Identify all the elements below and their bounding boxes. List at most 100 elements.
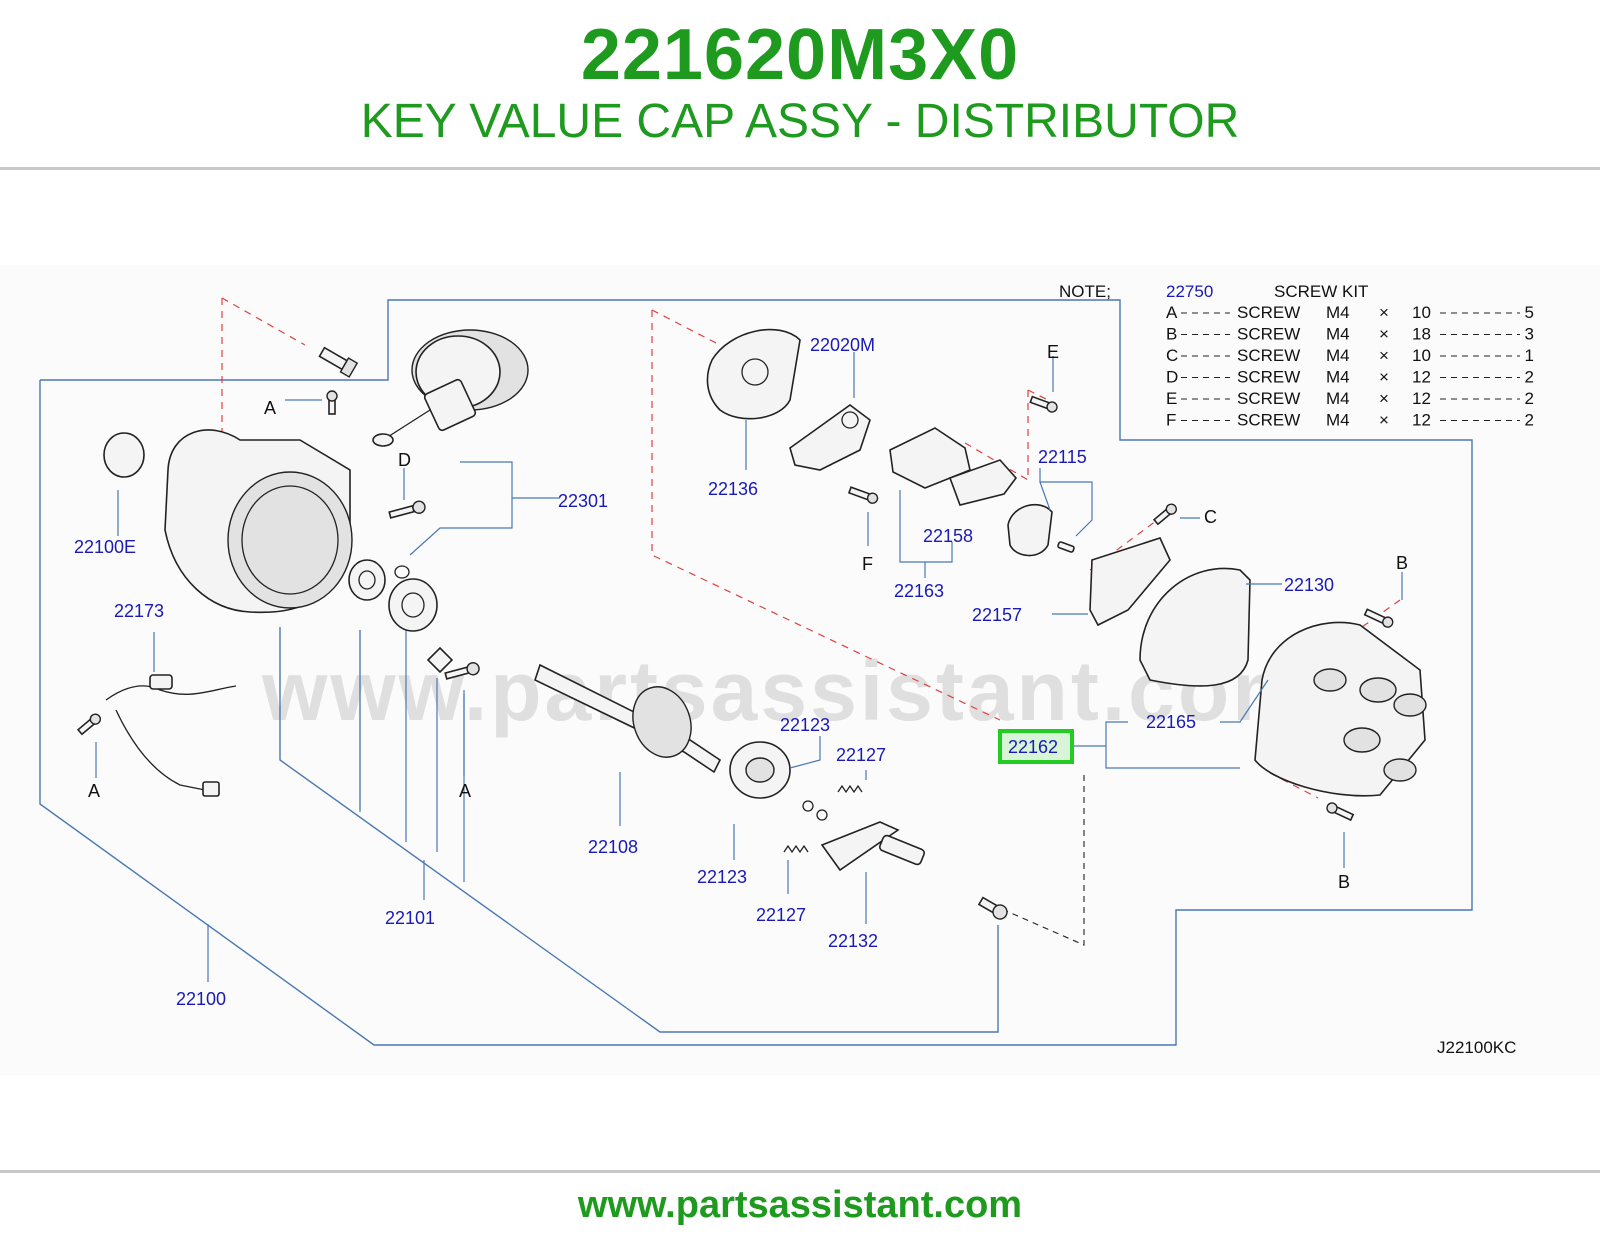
callout-22163[interactable]: 22163 [894,581,944,601]
callout-leaders [95,352,1403,924]
distributor-cap-part [1254,621,1427,797]
note-row-times: × [1379,346,1389,365]
assembly-frame-inner [279,627,999,1033]
screw-letter-f: F [862,554,873,574]
callout-22173[interactable]: 22173 [114,601,164,621]
note-row-desc: SCREW [1237,368,1300,387]
note-rows: A SCREW M4 × 10 5B SCREW M4 × 18 3C SCREW M4 × 10 1D SCR… [1166,303,1534,430]
callout-22132[interactable]: 22132 [828,931,878,951]
part-description-title: KEY VALUE CAP ASSY - DISTRIBUTOR [360,95,1240,148]
note-row-qty: 1 [1525,346,1534,365]
callout-22115[interactable]: 22115 [1038,447,1087,467]
rotor-part [1089,537,1171,627]
spring-lower-part [783,844,809,854]
callout-22130[interactable]: 22130 [1284,575,1334,595]
note-row-key: A [1166,303,1178,322]
shaft-part [534,663,722,774]
note-kit-name: SCREW KIT [1274,282,1368,301]
note-row-key: D [1166,368,1178,387]
screw-letter-b-top: B [1396,553,1408,573]
note-row-qty: 5 [1525,303,1534,322]
governor-weight-part [729,741,828,821]
callout-22162-highlight[interactable]: 22162 [998,729,1074,764]
screw-letter-c: C [1204,507,1217,527]
note-row-times: × [1379,411,1389,430]
screw-letter-a-top: A [264,398,276,418]
note-row-length: 10 [1412,303,1431,322]
note-kit-number[interactable]: 22750 [1166,282,1213,301]
note-row-desc: SCREW [1237,411,1300,430]
spring-upper-part [837,784,863,794]
gasket-part [1139,567,1251,687]
note-row-length: 10 [1412,346,1431,365]
note-row-length: 12 [1412,411,1431,430]
note-row-desc: SCREW [1237,346,1300,365]
alignment-line-center-b [651,309,721,346]
callout-22136[interactable]: 22136 [708,479,758,499]
footer-divider [0,1170,1600,1173]
alignment-line-rotor [1089,514,1165,571]
callout-22127-lower[interactable]: 22127 [756,905,806,925]
alignment-line-screw-bottom [1003,775,1085,946]
rotor-head-part [1007,503,1075,557]
screw-parts [76,346,1394,920]
note-row-desc: SCREW [1237,389,1300,408]
note-row-key: C [1166,346,1178,365]
note-row-times: × [1379,303,1389,322]
note-row-size: M4 [1326,303,1350,322]
note-row-size: M4 [1326,389,1350,408]
note-row-length: 12 [1412,389,1431,408]
assembly-frame-outer [39,299,1473,1046]
note-label: NOTE; [1059,282,1111,301]
screw-kit-note: NOTE; 22750 SCREW KIT A SCREW M4 × 10 5B SCREW… [1059,282,1534,430]
callout-22100E[interactable]: 22100E [74,537,136,557]
bearing-parts [348,559,438,632]
vacuum-controller-part [372,329,529,447]
screw-letter-d: D [398,450,411,470]
callout-22108[interactable]: 22108 [588,837,638,857]
note-row-size: M4 [1326,368,1350,387]
callout-22162[interactable]: 22162 [1008,737,1058,757]
note-row-desc: SCREW [1237,303,1300,322]
callout-22020M[interactable]: 22020M [810,335,875,355]
screw-letter-a-center: A [459,781,471,801]
cam-part [820,821,925,872]
page-header: 221620M3X0 KEY VALUE CAP ASSY - DISTRIBU… [0,0,1600,168]
note-row-length: 12 [1412,368,1431,387]
callout-22127-upper[interactable]: 22127 [836,745,886,765]
callout-22101[interactable]: 22101 [385,908,435,928]
note-row-qty: 2 [1525,389,1534,408]
header-divider [0,167,1600,170]
diagram-code: J22100KC [1437,1038,1516,1057]
callout-22157[interactable]: 22157 [972,605,1022,625]
note-row-qty: 2 [1525,411,1534,430]
footer-website-link[interactable]: www.partsassistant.com [577,1184,1023,1226]
callout-22123-upper[interactable]: 22123 [780,715,830,735]
note-row-desc: SCREW [1237,325,1300,344]
alignment-line-cap-bottom [1269,772,1319,799]
part-number-title: 221620M3X0 [580,15,1020,95]
screw-letter-b-bottom: B [1338,872,1350,892]
note-row-key: F [1166,411,1176,430]
alignment-line-screw-e-b [1027,389,1049,401]
screw-letter-a-left: A [88,781,100,801]
screw-letter-e: E [1047,342,1059,362]
note-row-size: M4 [1326,411,1350,430]
alignment-line-center [651,310,1001,721]
note-row-qty: 2 [1525,368,1534,387]
pickup-module-part [789,404,871,471]
highlight-box [998,729,1074,764]
note-row-times: × [1379,389,1389,408]
clip-part [426,646,454,674]
callout-22158[interactable]: 22158 [923,526,973,546]
callout-22100[interactable]: 22100 [176,989,226,1009]
callout-22165[interactable]: 22165 [1146,712,1196,732]
note-row-qty: 3 [1525,325,1534,344]
callout-22301[interactable]: 22301 [558,491,608,511]
callout-22123-lower[interactable]: 22123 [697,867,747,887]
alignment-line-left-b [221,297,306,346]
note-row-key: B [1166,325,1177,344]
note-row-length: 18 [1412,325,1431,344]
plate-part [706,328,801,420]
